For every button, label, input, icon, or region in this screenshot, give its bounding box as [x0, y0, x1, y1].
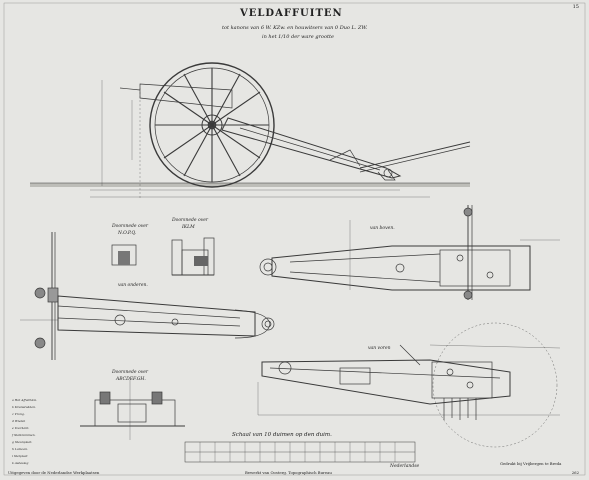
scale-title: Schaal van 10 duimen op den duim. — [232, 432, 332, 438]
plate-subtitle-line1: tot kanons van 6 W. KZw. en houwitsers v… — [222, 25, 368, 31]
legend-item: b Kruisstukken. — [12, 405, 36, 409]
section-abcdef — [80, 380, 185, 440]
label-doorsnede-mid-ref: IKLM — [182, 225, 195, 230]
plate-subtitle-line2: in het 1/10 der ware grootte — [262, 34, 334, 40]
section-nopq — [111, 244, 137, 266]
footer-right: Gedrukt bij Vrijbergen te Breda — [500, 461, 562, 466]
legend-item: e Voorkant. — [12, 426, 30, 430]
page-number: 262 — [571, 470, 579, 475]
legend-item: c Vrong. — [12, 412, 25, 416]
top-view-carriage — [259, 205, 560, 300]
label-doorsnede-top: Doorsnede over — [112, 224, 149, 229]
lower-side-view-carriage — [257, 322, 561, 448]
legend-item: g Steunplaat. — [12, 440, 33, 444]
side-view-carriage — [30, 62, 471, 200]
legend-item: a Het Affuitblok. — [12, 398, 38, 402]
footer-center: Bewerkt van Oosterg. Topographisch Burea… — [245, 470, 332, 475]
legend-item: i Stelplaat — [12, 454, 28, 458]
section-iklm — [171, 237, 215, 276]
label-van-onderen: van onderen. — [118, 283, 148, 288]
plate-number: 15 — [572, 4, 579, 10]
label-doorsnede-bottom: Doorsnede over — [112, 370, 149, 375]
label-doorsnede-mid: Doorsnede over — [172, 218, 209, 223]
label-doorsnede-top-ref: N.O.P.Q. — [118, 231, 137, 236]
legend-item: d Wielen — [12, 419, 26, 423]
under-view-carriage — [20, 232, 275, 360]
scale-end-label: Nederlandse — [390, 464, 420, 469]
footer-left: Uitgegeven door de Nederlandse Werkplaat… — [8, 470, 100, 475]
label-doorsnede-bottom-ref: ABCDEF.GH. — [116, 377, 146, 382]
plate-title: VELDAFFUITEN — [240, 8, 343, 19]
legend-item: f Stelkrammen. — [12, 433, 36, 437]
label-van-boven: van boven. — [370, 226, 395, 231]
scale-bar — [184, 441, 416, 463]
legend-item: k Asbeslag — [12, 461, 29, 465]
label-van-voren: van voren — [368, 346, 391, 351]
legend-item: h Lamoen. — [12, 447, 28, 451]
